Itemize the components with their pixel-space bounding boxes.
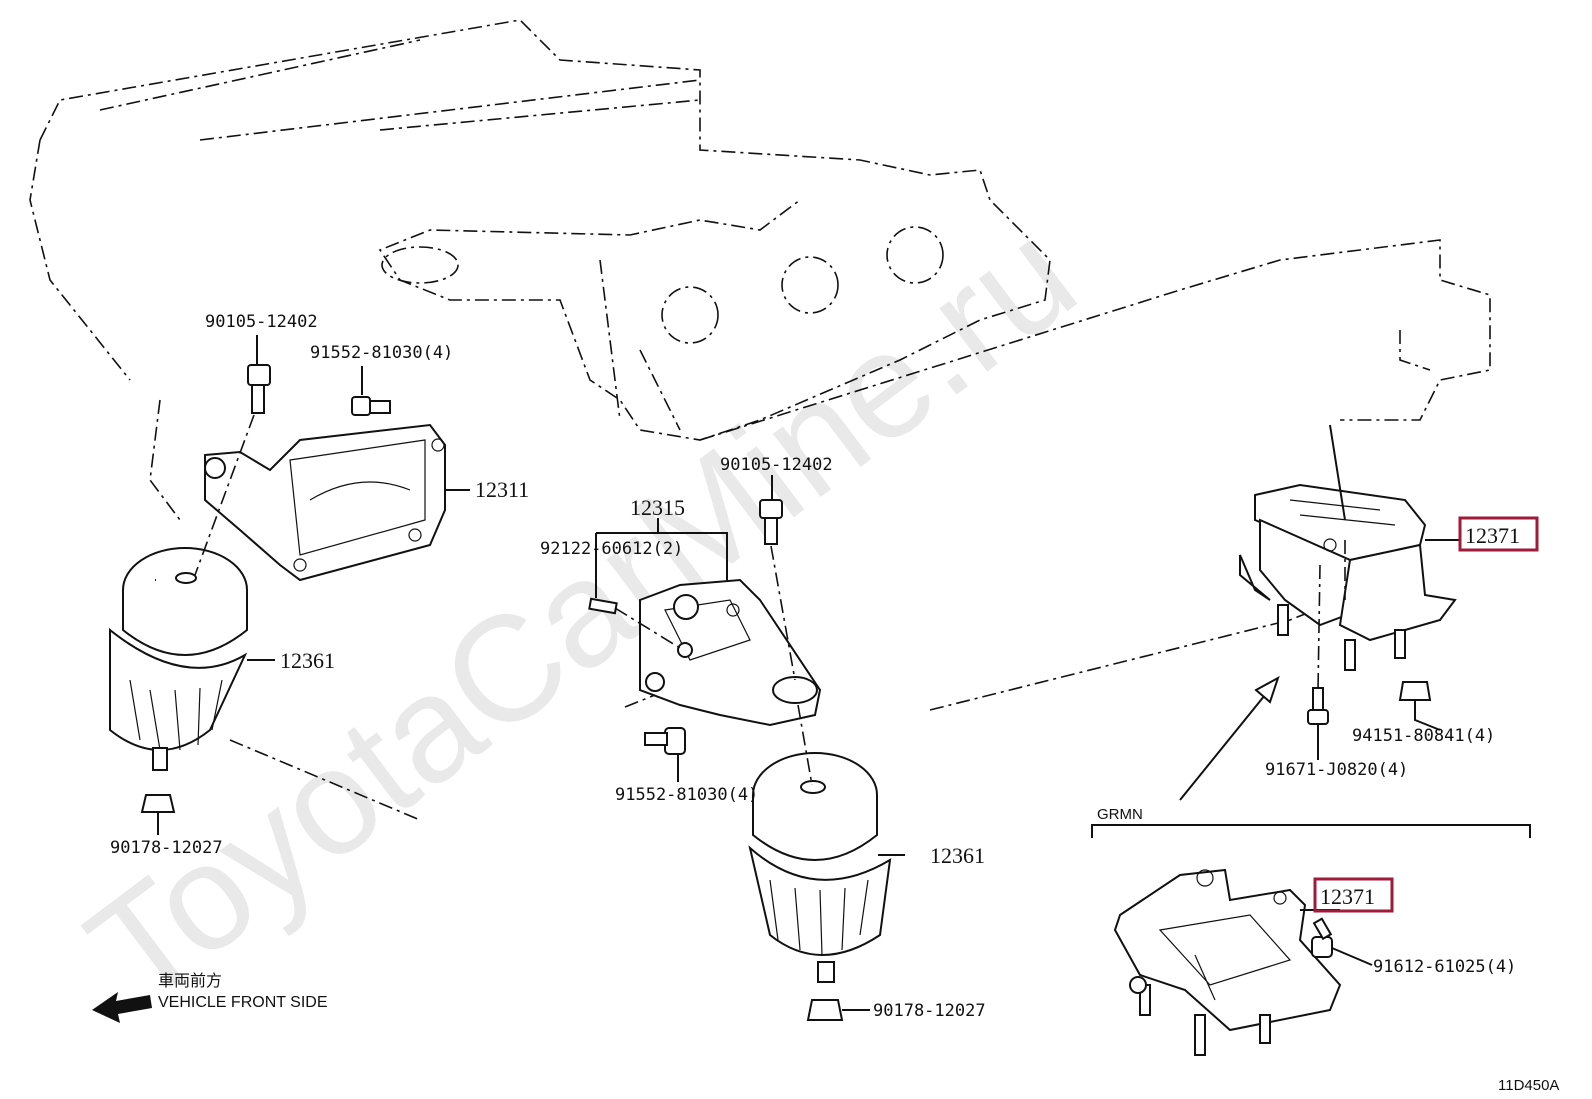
rear-bolt-91671 — [1307, 687, 1329, 725]
label-grmn: GRMN — [1097, 806, 1143, 823]
front-arrow-icon — [92, 992, 152, 1023]
label-bracket-left: 12311 — [475, 477, 529, 502]
left-nut-90178 — [140, 794, 176, 813]
center-bolt-91552 — [644, 727, 686, 755]
label-insulator-left: 12361 — [280, 648, 335, 673]
label-stud-center: 92122-60612(2) — [540, 539, 683, 559]
rear-nut-94151 — [1398, 681, 1432, 701]
highlight-grmn-mount — [1313, 877, 1394, 913]
engine-outline — [29, 19, 1491, 821]
label-nut-left: 90178-12027 — [110, 838, 223, 858]
grmn-bolt-91612 — [1311, 917, 1333, 958]
label-direction-en: VEHICLE FRONT SIDE — [158, 994, 328, 1011]
diagram-code: 11D450A — [1498, 1077, 1559, 1094]
label-bolt-center-top: 90105-12402 — [720, 455, 833, 475]
label-grmn-mount: 12371 — [1320, 884, 1375, 909]
label-nut-rear: 94151-80841(4) — [1352, 726, 1495, 746]
label-direction-jp: 車両前方 — [158, 972, 222, 990]
label-bolt-grmn: 91612-61025(4) — [1373, 957, 1516, 977]
grmn-bracket-line — [1091, 824, 1531, 838]
left-bolt-91552 — [351, 396, 391, 416]
label-bolt-left-91552: 91552-81030(4) — [310, 343, 453, 363]
left-insulator-12361 — [109, 547, 248, 771]
label-bolt-center-91552: 91552-81030(4) — [615, 785, 758, 805]
rear-mount-12371 — [1239, 483, 1457, 671]
label-rear-mount: 12371 — [1465, 523, 1520, 548]
grmn-mount-12371 — [1113, 868, 1342, 1056]
label-insulator-center: 12361 — [930, 843, 985, 868]
center-insulator-12361 — [748, 752, 892, 983]
label-nut-center: 90178-12027 — [873, 1001, 986, 1021]
label-bracket-center-group: 12315 — [630, 495, 685, 520]
label-bolt-left-top: 90105-12402 — [205, 312, 318, 332]
label-bolt-rear: 91671-J0820(4) — [1265, 760, 1408, 780]
center-bracket-12315 — [639, 578, 822, 727]
center-nut-90178 — [806, 999, 844, 1021]
center-bolt-90105 — [759, 499, 783, 545]
left-bracket-12311 — [204, 423, 446, 582]
left-bolt-90105 — [247, 364, 271, 414]
highlight-rear-mount — [1458, 516, 1539, 552]
